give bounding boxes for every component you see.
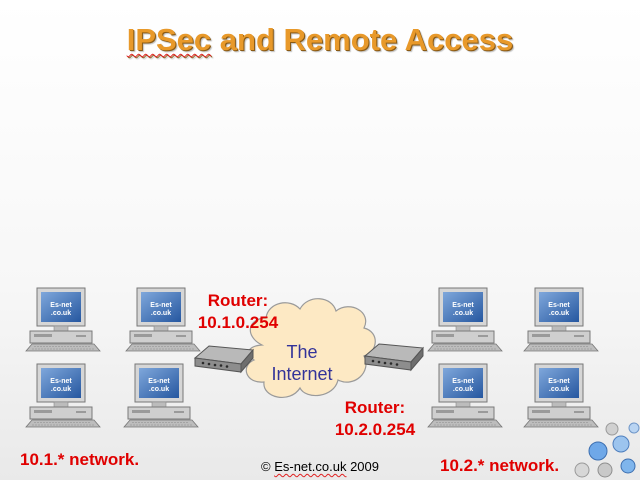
screen-logo-sub: .co.uk [151, 310, 171, 317]
screen-logo: Es-net [50, 378, 72, 385]
network-right-label: 10.2.* network. [440, 456, 560, 475]
copyright-year: 2009 [346, 459, 379, 474]
router-left-ip: 10.1.0.254 [197, 313, 279, 332]
internet-label-line2: Internet [271, 364, 333, 384]
title-rest: and Remote Access [211, 22, 514, 57]
screen-logo-sub: .co.uk [149, 386, 169, 393]
screen-logo: Es-net [148, 378, 170, 385]
screen-logo: Es-net [548, 302, 570, 309]
router-right-icon [364, 343, 424, 371]
screen-logo: Es-net [452, 302, 474, 309]
screen-logo-sub: .co.uk [51, 310, 71, 317]
router-left-title: Router: [207, 291, 269, 310]
computer-icon [25, 287, 101, 352]
internet-label: The Internet [262, 341, 342, 385]
router-right-title: Router: [344, 398, 406, 417]
router-left-label: Router: 10.1.0.254 [178, 290, 298, 334]
computer-icon [523, 363, 599, 428]
copyright-brand: Es-net.co.uk [274, 459, 347, 474]
screen-logo-sub: .co.uk [51, 386, 71, 393]
screen-logo-sub: .co.uk [453, 386, 473, 393]
screen-logo: Es-net [452, 378, 474, 385]
decorative-bubbles [574, 422, 640, 478]
screen-logo: Es-net [548, 378, 570, 385]
router-left-icon [194, 345, 254, 373]
internet-label-line1: The [286, 342, 318, 362]
router-right-ip: 10.2.0.254 [334, 420, 416, 439]
copyright-footer: © Es-net.co.uk 2009 [0, 459, 640, 474]
screen-logo-sub: .co.uk [549, 310, 569, 317]
screen-logo: Es-net [150, 302, 172, 309]
screen-logo-sub: .co.uk [453, 310, 473, 317]
copyright-symbol: © [260, 459, 275, 474]
computer-icon [427, 363, 503, 428]
title-ipsec: IPSec [126, 22, 212, 57]
network-left-label: 10.1.* network. [20, 450, 140, 469]
computer-icon [427, 287, 503, 352]
router-right-label: Router: 10.2.0.254 [313, 397, 437, 441]
screen-logo: Es-net [50, 302, 72, 309]
computer-icon [523, 287, 599, 352]
slide-title: IPSec and Remote Access [0, 22, 640, 58]
screen-logo-sub: .co.uk [549, 386, 569, 393]
computer-icon [123, 363, 199, 428]
internet-cloud [245, 298, 376, 398]
computer-icon [25, 363, 101, 428]
